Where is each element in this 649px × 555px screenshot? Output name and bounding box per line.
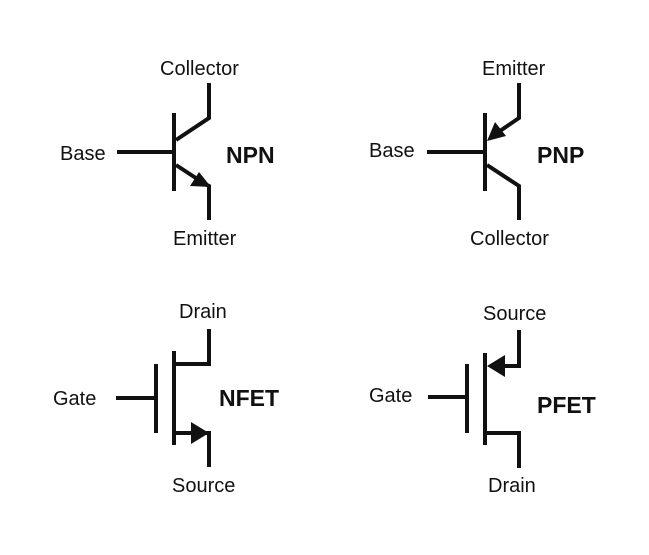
pnp-base-label: Base: [369, 140, 415, 162]
pfet-drain-lead: [487, 431, 521, 468]
npn-base-label: Base: [60, 143, 106, 165]
nfet-source-arrow-icon: [191, 422, 209, 444]
pfet-source-lead: [500, 330, 521, 368]
npn-emitter-lead: [174, 163, 211, 220]
pnp-emitter-lead: [495, 83, 521, 135]
pfet-source-arrow-icon: [487, 355, 505, 377]
pfet-type-label: PFET: [537, 392, 596, 418]
pnp-type-label: PNP: [537, 142, 584, 168]
pnp-emitter-arrow-icon: [487, 122, 506, 141]
npn-type-label: NPN: [226, 142, 275, 168]
pfet-symbol: Source Gate Drain PFET: [369, 303, 596, 497]
nfet-symbol: Drain Gate Source NFET: [53, 301, 279, 497]
nfet-drain-label: Drain: [179, 301, 227, 323]
npn-collector-lead: [174, 83, 211, 142]
pnp-collector-label: Collector: [470, 228, 549, 250]
npn-collector-label: Collector: [160, 58, 239, 80]
nfet-source-label: Source: [172, 475, 235, 497]
npn-emitter-arrow-icon: [190, 172, 211, 187]
pfet-gate-label: Gate: [369, 385, 412, 407]
pnp-symbol: Emitter Base Collector PNP: [369, 58, 584, 250]
pfet-source-label: Source: [483, 303, 546, 325]
nfet-drain-lead: [176, 329, 211, 366]
npn-emitter-label: Emitter: [173, 228, 237, 250]
npn-symbol: Collector Base Emitter NPN: [60, 58, 275, 250]
pnp-emitter-label: Emitter: [482, 58, 546, 80]
nfet-gate-label: Gate: [53, 388, 96, 410]
pfet-drain-label: Drain: [488, 475, 536, 497]
nfet-type-label: NFET: [219, 385, 279, 411]
pnp-collector-lead: [485, 163, 521, 220]
